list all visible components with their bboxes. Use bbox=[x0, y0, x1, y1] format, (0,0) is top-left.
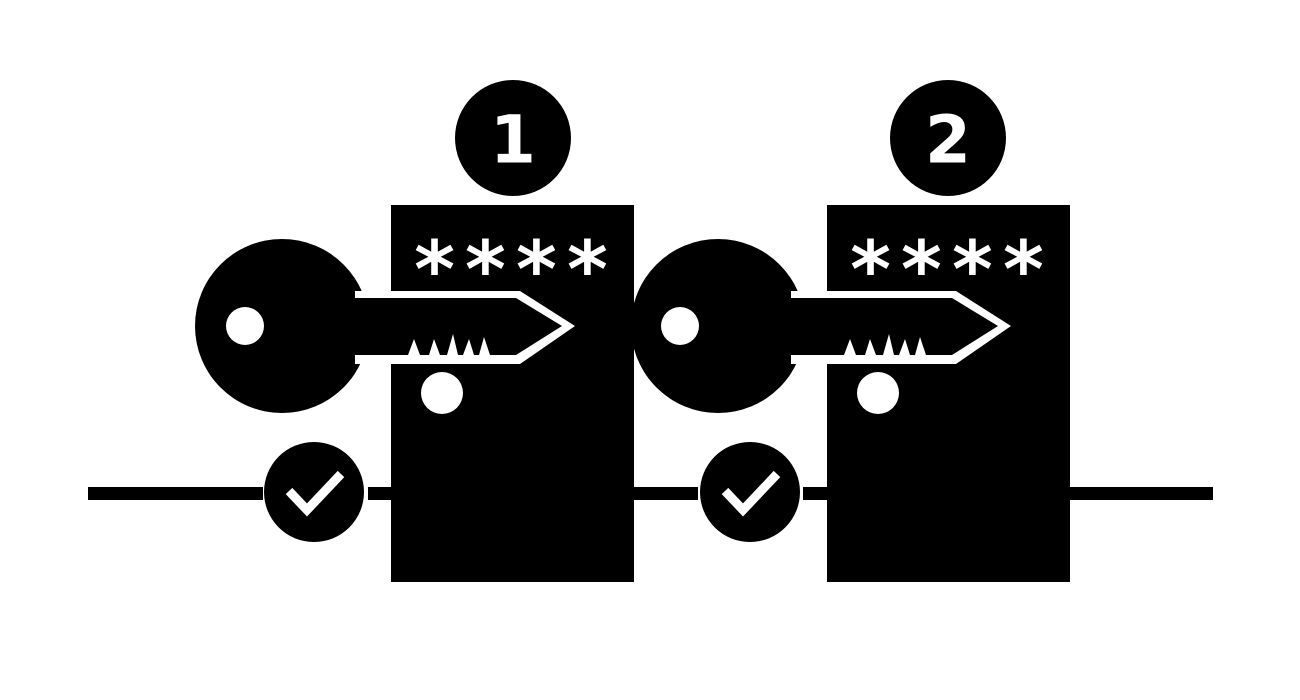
key-blade bbox=[791, 298, 998, 355]
key-teeth bbox=[408, 334, 490, 355]
step-number: 1 bbox=[490, 102, 536, 179]
check-badge-circle bbox=[700, 442, 800, 542]
checkmark-icon bbox=[700, 442, 800, 542]
key-icon bbox=[631, 239, 1011, 413]
check-mark bbox=[285, 470, 345, 517]
line-segment-left bbox=[88, 487, 263, 500]
line-segment-right bbox=[1068, 487, 1213, 500]
line-segment-middle bbox=[632, 487, 698, 500]
key-icon bbox=[195, 239, 575, 413]
key-bow bbox=[195, 239, 369, 413]
checkmark-icon bbox=[264, 442, 364, 542]
step-2-group: **** 2 bbox=[631, 80, 1070, 582]
door-icon bbox=[391, 205, 634, 582]
step-1-badge: 1 bbox=[455, 80, 571, 196]
door-knob bbox=[857, 372, 899, 414]
step-number: 2 bbox=[925, 102, 971, 179]
door-icon bbox=[827, 205, 1070, 582]
check-mark bbox=[721, 470, 781, 517]
key-bow bbox=[631, 239, 805, 413]
key-blade bbox=[355, 298, 562, 355]
process-line bbox=[88, 487, 1213, 500]
step-1-group: **** 1 bbox=[195, 80, 634, 582]
check-badge-circle bbox=[264, 442, 364, 542]
line-segment-mid-right bbox=[803, 487, 829, 500]
key-teeth bbox=[844, 334, 926, 355]
line-segment-mid-left bbox=[368, 487, 394, 500]
step-badge-circle bbox=[890, 80, 1006, 196]
step-badge-circle bbox=[455, 80, 571, 196]
step-2-badge: 2 bbox=[890, 80, 1006, 196]
key-bow-hole bbox=[661, 307, 699, 345]
door-knob bbox=[421, 372, 463, 414]
key-bow-hole bbox=[226, 307, 264, 345]
